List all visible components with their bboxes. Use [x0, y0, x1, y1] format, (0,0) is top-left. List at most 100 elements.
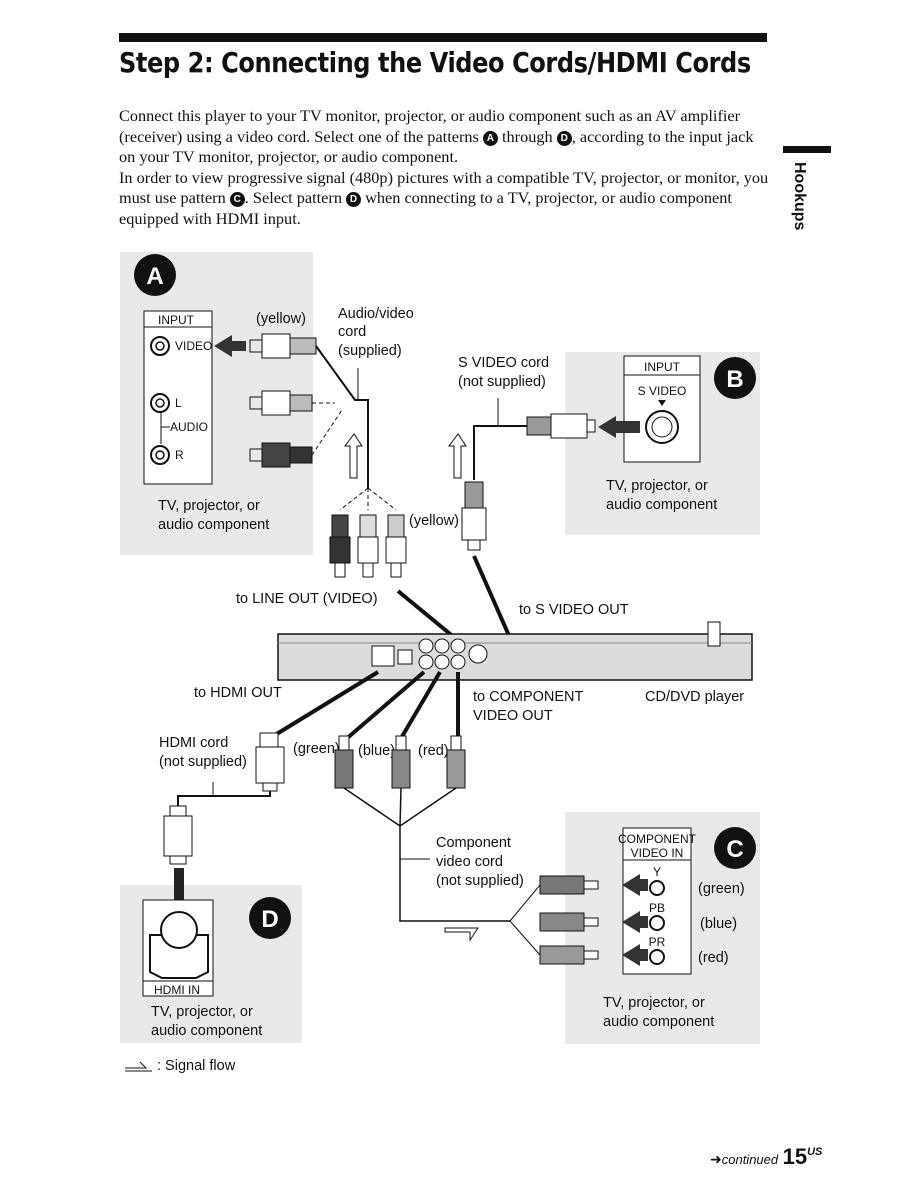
hdmi-in-jack-icon	[149, 934, 209, 979]
page-number: 15	[782, 1144, 808, 1169]
pattern-c-badge-label: C	[726, 836, 743, 863]
title-rule	[119, 33, 767, 42]
component-plug-right-icon	[509, 874, 648, 922]
cd-dvd-player	[277, 633, 753, 681]
component-y-label: Y	[653, 865, 661, 879]
intro-text-segment: Connect this player to your TV monitor, …	[119, 106, 741, 146]
line-out-pointer	[396, 589, 457, 640]
yellow-color-label: (yellow)	[256, 311, 306, 327]
s-video-jack-icon	[645, 410, 679, 444]
component-out-label: VIDEO OUT	[473, 708, 553, 724]
component-plug-right-icon	[539, 911, 648, 933]
intro-paragraph-2: In order to view progressive signal (480…	[119, 168, 769, 230]
pattern-d-marker: D	[556, 130, 572, 146]
signal-flow-arrow-icon	[444, 927, 479, 942]
pattern-b-badge	[714, 357, 756, 399]
red-jack-label: (red)	[698, 950, 729, 966]
page-title: Step 2: Connecting the Video Cords/HDMI …	[119, 46, 751, 79]
intro-text-segment: when connecting to a TV, projector, or a…	[119, 188, 732, 228]
pattern-d-badge-label: D	[261, 906, 278, 933]
pattern-b-device-label: audio component	[606, 497, 717, 513]
hdmi-plug-down-icon	[163, 805, 193, 865]
pattern-b-badge-label: B	[726, 366, 743, 393]
av-plug-video-icon	[249, 333, 317, 359]
intro-text-segment: through	[497, 126, 557, 146]
component-plug-right-icon	[509, 920, 648, 966]
signal-flow-legend-icon	[125, 1061, 152, 1072]
pattern-c-marker: C	[229, 192, 245, 207]
component-cord-label: (not supplied)	[436, 873, 524, 889]
pattern-a-badge	[134, 254, 176, 296]
component-y-jack-icon	[418, 654, 434, 670]
legend: : Signal flow	[125, 1058, 235, 1074]
pattern-b-input-panel	[623, 355, 701, 463]
red-plug-label: (red)	[418, 743, 449, 759]
component-pr-in-jack-icon	[649, 949, 665, 965]
pattern-d-badge	[249, 897, 291, 939]
signal-flow-arrow-icon	[448, 433, 467, 479]
hdmi-out-label: to HDMI OUT	[194, 685, 282, 701]
pattern-a-input-label: INPUT	[158, 313, 195, 327]
yellow-plug-label: (yellow)	[409, 513, 459, 529]
pattern-a-marker: A	[482, 130, 498, 146]
s-video-out-label: to S VIDEO OUT	[519, 602, 629, 618]
intro-text-segment: , according to the input jack on your TV…	[119, 126, 754, 167]
s-video-cord-label: S VIDEO cord	[458, 355, 549, 371]
signal-arrow-icon	[598, 416, 640, 438]
blue-jack-label: (blue)	[700, 916, 737, 932]
pattern-a-device-label: audio component	[158, 517, 269, 533]
component-cord-label: Component	[436, 835, 511, 851]
hdmi-out-jack-icon	[371, 645, 395, 667]
audio-r-label: R	[175, 448, 184, 462]
blue-plug-label: (blue)	[358, 743, 395, 759]
av-plug-audio-l-icon	[249, 390, 313, 416]
av-plug-down-icon	[357, 514, 379, 578]
pattern-d-input-label: HDMI IN	[154, 983, 200, 997]
signal-flow-arrow-icon	[344, 433, 363, 479]
video-jack-label: VIDEO	[175, 339, 212, 353]
pattern-c-badge	[714, 827, 756, 869]
s-video-plug-down-icon	[461, 481, 487, 551]
hdmi-cord-label: (not supplied)	[159, 754, 247, 770]
pattern-c-input-label: VIDEO IN	[631, 846, 684, 860]
component-pb-in-jack-icon	[649, 915, 665, 931]
legend-label: : Signal flow	[157, 1058, 236, 1074]
s-video-jack-label: S VIDEO	[638, 384, 687, 398]
component-cord-label: video cord	[436, 854, 503, 870]
av-cord-label: Audio/video	[338, 306, 414, 322]
s-video-out-jack-icon	[468, 644, 488, 664]
intro-text-segment: . Select pattern	[244, 188, 347, 207]
signal-arrow-down-icon	[174, 868, 184, 908]
av-cord-label: (supplied)	[338, 343, 402, 359]
audio-l-label: L	[175, 396, 182, 410]
pattern-d-marker: D	[346, 192, 362, 207]
green-jack-label: (green)	[698, 881, 745, 897]
audio-jack-label: AUDIO	[170, 420, 208, 434]
pattern-d-device-label: audio component	[151, 1023, 262, 1039]
section-tab-marker	[783, 146, 831, 153]
av-cord-label: cord	[338, 324, 366, 340]
pattern-c-device-label: audio component	[603, 1014, 714, 1030]
av-plug-down-icon	[385, 514, 407, 578]
component-y-in-jack-icon	[649, 880, 665, 896]
player-label: CD/DVD player	[645, 689, 744, 705]
av-plug-down-icon	[329, 514, 351, 578]
pattern-c-input-label: COMPONENT	[618, 832, 697, 846]
signal-arrow-icon	[214, 335, 246, 357]
green-plug-label: (green)	[293, 741, 340, 757]
intro-text-segment: In order to view progressive signal (480…	[119, 167, 769, 208]
line-out-label: to LINE OUT (VIDEO)	[236, 591, 378, 607]
section-tab-label: Hookups	[791, 162, 808, 231]
component-pr-label: PR	[649, 935, 666, 949]
page-footer: ➜continued 15US	[710, 1144, 822, 1170]
pattern-a-device-label: TV, projector, or	[158, 498, 260, 514]
intro-text: Connect this player to your TV monitor, …	[119, 106, 769, 229]
component-pb-label: PB	[649, 901, 665, 915]
pattern-b-device-label: TV, projector, or	[606, 478, 708, 494]
component-pr-jack-icon	[450, 654, 466, 670]
continued-label: continued	[721, 1152, 779, 1167]
audio-l-jack-icon	[150, 393, 170, 413]
component-plug-red-icon	[446, 735, 466, 789]
power-cord-plug-icon	[707, 621, 721, 647]
